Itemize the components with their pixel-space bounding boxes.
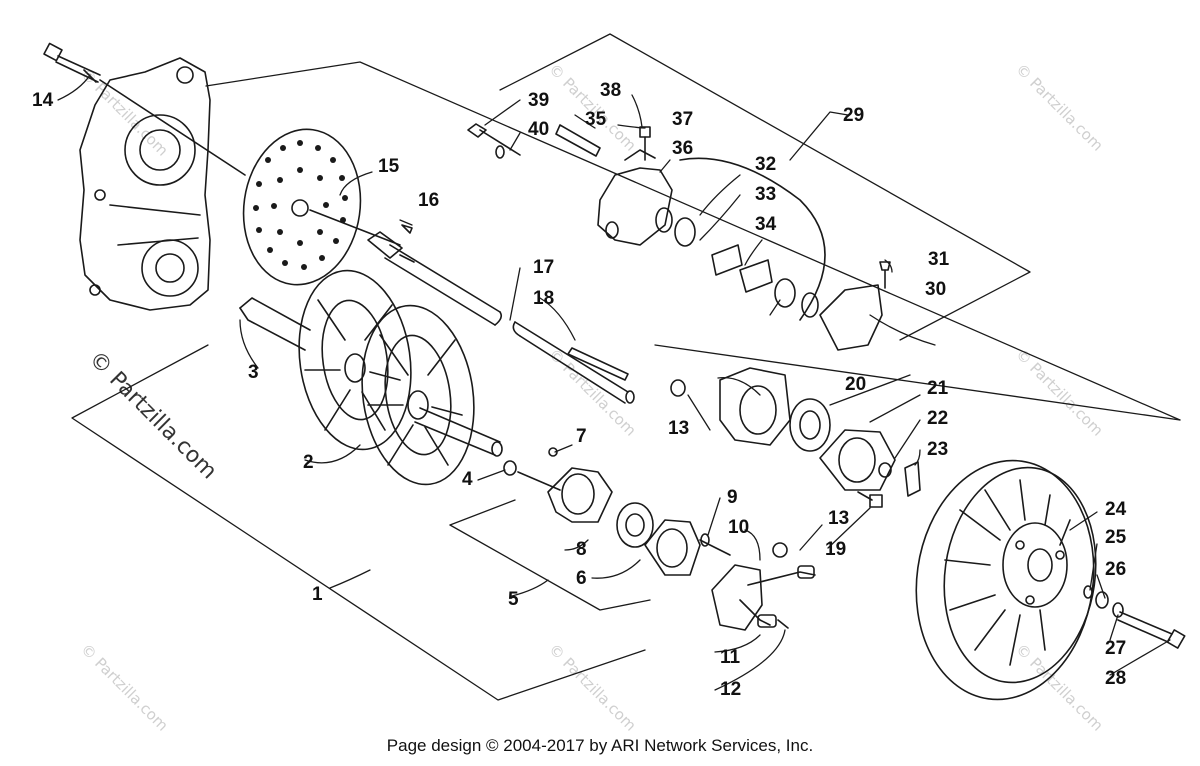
callout-15: 15	[378, 156, 400, 177]
callout-13a: 13	[668, 418, 689, 439]
callout-labels: 14 3 2 4 1 5 6 7 8 9 10 11 12 13 13 19 1…	[32, 80, 1127, 700]
callout-3: 3	[248, 362, 259, 383]
callout-14: 14	[32, 90, 54, 111]
callout-38: 38	[600, 80, 621, 101]
callout-17: 17	[533, 257, 554, 278]
callout-26: 26	[1105, 559, 1126, 580]
callout-9: 9	[727, 487, 738, 508]
callout-16: 16	[418, 190, 439, 211]
key-18	[567, 347, 629, 381]
drive-sprockets	[298, 269, 475, 486]
driven-pulley	[915, 459, 1097, 701]
callout-24: 24	[1105, 499, 1127, 520]
leader-lines	[57, 74, 1171, 691]
watermark: © Partzilla.com	[1012, 640, 1107, 735]
spacer-23	[904, 461, 921, 497]
callout-8: 8	[576, 539, 587, 560]
callout-5: 5	[508, 589, 519, 610]
washer-stack	[1083, 585, 1124, 618]
brake-caliper	[467, 123, 891, 351]
bolt-19	[857, 491, 883, 508]
callout-21: 21	[927, 378, 949, 399]
watermark: © Partzilla.com	[545, 60, 640, 155]
callout-1: 1	[312, 584, 323, 605]
callout-25: 25	[1105, 527, 1127, 548]
callout-29: 29	[843, 105, 864, 126]
watermark: © Partzilla.com	[1012, 60, 1107, 155]
callout-11: 11	[720, 647, 741, 668]
callout-12: 12	[720, 679, 741, 700]
callout-32: 32	[755, 154, 776, 175]
callout-13b: 13	[828, 508, 849, 529]
watermark-prominent: © Partzilla.com	[84, 347, 222, 485]
flange-bearing-assembly	[517, 447, 731, 576]
callout-31: 31	[928, 249, 950, 270]
drive-shaft	[239, 297, 503, 457]
callout-20: 20	[845, 374, 866, 395]
callout-39: 39	[528, 90, 549, 111]
callout-23: 23	[927, 439, 948, 460]
callout-27: 27	[1105, 638, 1126, 659]
callout-7: 7	[576, 426, 587, 447]
callout-4: 4	[462, 469, 473, 490]
callout-6: 6	[576, 568, 587, 589]
speed-sensor	[711, 542, 816, 631]
chaincase-housing	[79, 57, 211, 311]
callout-18: 18	[533, 288, 554, 309]
axis-line	[309, 209, 401, 246]
callout-35: 35	[585, 109, 607, 130]
callout-37: 37	[672, 109, 693, 130]
axis-line	[99, 79, 246, 176]
key-16	[401, 224, 413, 234]
callout-22: 22	[927, 408, 948, 429]
jackshaft	[367, 231, 635, 404]
brake-disc	[242, 128, 362, 286]
bolt-28	[1117, 611, 1186, 649]
washer-9	[700, 533, 710, 547]
watermark: © Partzilla.com	[545, 345, 640, 440]
callout-34: 34	[755, 214, 777, 235]
watermark: © Partzilla.com	[77, 640, 172, 735]
washer-22	[878, 462, 892, 478]
watermark: © Partzilla.com	[1012, 345, 1107, 440]
callout-40: 40	[528, 119, 549, 140]
callout-19: 19	[825, 539, 846, 560]
callout-28: 28	[1105, 668, 1126, 689]
callout-10: 10	[728, 517, 749, 538]
assembly-outlines	[71, 33, 1181, 701]
watermark: © Partzilla.com	[545, 640, 640, 735]
callout-30: 30	[925, 279, 946, 300]
bearing-housing	[670, 367, 896, 491]
callout-2: 2	[303, 452, 314, 473]
callout-33: 33	[755, 184, 776, 205]
bearing-4	[503, 460, 517, 476]
page-credit: Page design © 2004-2017 by ARI Network S…	[386, 736, 814, 755]
callout-36: 36	[672, 138, 693, 159]
